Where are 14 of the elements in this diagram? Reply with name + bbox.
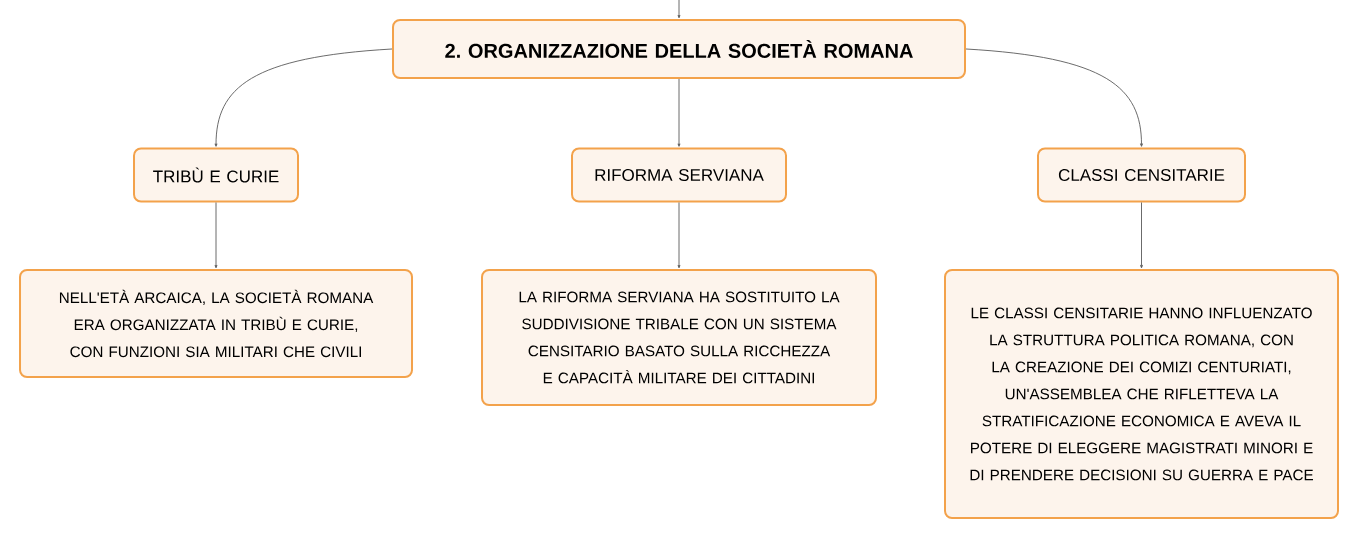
arrow bbox=[677, 78, 681, 147]
description-box: LA RIFORMA SERVIANA HA SOSTITUITO LA SUDDIVISIONE TRIBALE CON UN SISTEMA CENSITARIO BASATO SULLA RICCHEZZA E CAPACITÀ MILITARE DEI CITTADINI bbox=[481, 269, 877, 406]
arrow bbox=[214, 202, 218, 269]
subtopic-box: TRIBÙ E CURIE bbox=[133, 147, 299, 203]
description-box: LE CLASSI CENSITARIE HANNO INFLUENZATO LA STRUTTURA POLITICA ROMANA, CON LA CREAZIONE DEI COMIZI CENTURIATI, UN'ASSEMBLEA CHE RIFLETTEVA LA STRATIFICAZIONE ECONOMICA E AVEVA IL POTERE DI ELEGGERE MAGISTRATI MINORI E DI PRENDERE DECISIONI SU GUERRA E PACE bbox=[944, 269, 1339, 519]
subtopic-box: RIFORMA SERVIANA bbox=[571, 147, 787, 203]
arrow bbox=[965, 48, 1143, 147]
description-box: NELL'ETÀ ARCAICA, LA SOCIETÀ ROMANA ERA ORGANIZZATA IN TRIBÙ E CURIE, CON FUNZIONI SIA MILITARI CHE CIVILI bbox=[19, 269, 413, 378]
arrow bbox=[677, 0, 681, 19]
arrow bbox=[1140, 202, 1143, 269]
topic-box: 2. ORGANIZZAZIONE DELLA SOCIETÀ ROMANA bbox=[392, 19, 966, 79]
arrow bbox=[214, 48, 393, 147]
arrow bbox=[677, 202, 681, 269]
subtopic-box: CLASSI CENSITARIE bbox=[1037, 147, 1246, 203]
